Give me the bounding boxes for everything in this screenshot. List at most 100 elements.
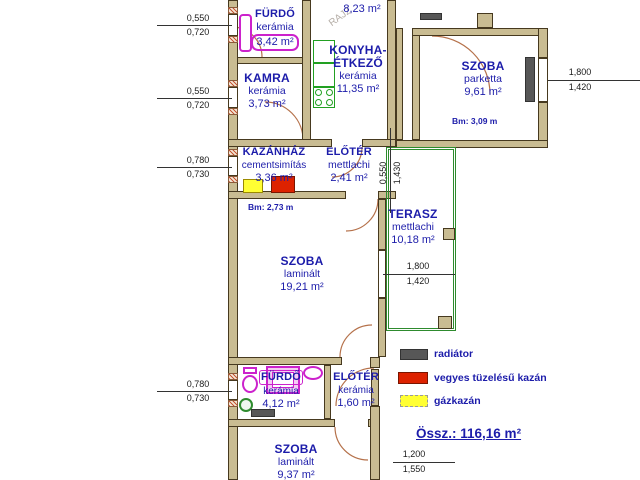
sink-icon <box>303 366 323 380</box>
terrace-post <box>443 228 455 240</box>
dimension-label: 1,800 <box>406 261 430 271</box>
dimension-label: 1,420 <box>406 276 430 286</box>
room-name: KAMRA <box>244 71 290 85</box>
room-name: KONYHA- <box>329 43 387 57</box>
dimension-line <box>157 167 232 168</box>
legend-label: radiátor <box>434 348 474 360</box>
dimension-label: 0,550 <box>186 13 210 23</box>
dimension-label: 0,780 <box>186 155 210 165</box>
door-arc <box>345 198 379 232</box>
ceiling-height-label: Bm: 3,09 m <box>452 116 498 126</box>
room-name: FÜRDŐ <box>254 8 296 20</box>
room-label-terasz: TERASZ mettlachi 10,18 m² <box>382 208 444 247</box>
dimension-line <box>393 462 455 463</box>
window <box>228 87 238 108</box>
room-label-kamra: KAMRA kerámia 3,73 m² <box>238 72 296 111</box>
room-name: KAZÁNHÁZ <box>242 146 306 158</box>
room-area: 3,36 m² <box>255 172 293 184</box>
wall-segment <box>396 140 548 148</box>
wall-hatch <box>228 108 238 115</box>
wall-hatch <box>228 36 238 43</box>
room-label-eloter-top: ELŐTÉR mettlachi 2,41 m² <box>318 146 380 185</box>
room-finish: laminált <box>283 268 321 280</box>
wall-hatch <box>228 149 238 156</box>
wall-segment <box>378 191 396 199</box>
radiator <box>420 13 442 20</box>
total-area-label: Össz.: 116,16 m² <box>416 426 522 441</box>
wall-segment <box>228 139 332 147</box>
room-label-furdo-top: FÜRDŐ kerámia 3,42 m² <box>246 8 304 51</box>
room-area: 8,23 m² <box>343 3 381 15</box>
dimension-label: 0,720 <box>186 27 210 37</box>
ceiling-height-label: Bm: 2,73 m <box>248 202 294 212</box>
dimension-label: 1,800 <box>568 67 592 77</box>
room-name: SZOBA <box>280 254 324 268</box>
wall-segment <box>378 199 386 250</box>
wall-segment <box>324 365 331 419</box>
gas-boiler <box>243 179 263 193</box>
room-finish: kerámia <box>338 385 374 396</box>
dimension-line <box>157 25 232 26</box>
legend-swatch-radiator <box>400 349 428 360</box>
wall-segment <box>362 139 396 147</box>
wall-hatch <box>228 400 238 407</box>
room-finish: laminált <box>277 456 315 468</box>
room-name: FÜRDŐ <box>258 370 304 385</box>
radiator <box>525 57 535 102</box>
room-name: ELŐTÉR <box>333 371 379 383</box>
room-area: 2,41 m² <box>330 172 368 184</box>
wall-segment <box>477 13 493 28</box>
room-label-kazanhaz: KAZÁNHÁZ cementsimítás 3,36 m² <box>232 146 316 185</box>
dimension-label: 1,200 <box>402 449 426 459</box>
room-area: 3,42 m² <box>251 34 299 51</box>
wall-segment <box>378 298 386 357</box>
room-name: ÉTKEZŐ <box>333 56 383 70</box>
dimension-line <box>390 128 391 213</box>
wall-segment <box>228 0 238 480</box>
room-finish: mettlachi <box>391 221 434 233</box>
legend-label: gázkazán <box>434 395 481 407</box>
wall-segment <box>412 28 548 36</box>
window <box>228 380 238 400</box>
shower-icon <box>239 14 252 52</box>
door-arc <box>334 426 369 461</box>
kitchen-counter <box>313 40 335 63</box>
room-finish: kerámia <box>339 70 377 82</box>
room-area: 9,37 m² <box>277 469 315 480</box>
room-label-eloter-bottom: ELŐTÉR kerámia 1,60 m² <box>328 371 384 410</box>
terrace-post <box>438 316 452 329</box>
wall-segment <box>412 28 420 140</box>
room-label-furdo-bottom: FÜRDŐ kerámia 4,12 m² <box>256 369 306 411</box>
room-label-szoba-bottom: SZOBA laminált 9,37 m² <box>266 443 326 480</box>
dimension-label: 0,780 <box>186 379 210 389</box>
room-area: 1,60 m² <box>337 397 375 409</box>
wall-hatch <box>228 7 238 14</box>
room-finish: kerámia <box>263 386 299 397</box>
room-label-konyha: KONYHA- ÉTKEZŐ kerámia 11,35 m² <box>322 44 394 96</box>
dimension-line <box>548 80 640 81</box>
legend-label: vegyes tüzelésű kazán <box>434 372 547 384</box>
room-area: 10,18 m² <box>391 234 435 246</box>
room-finish: mettlachi <box>327 159 370 171</box>
room-name: SZOBA <box>461 59 505 73</box>
window <box>538 58 548 102</box>
room-name: ELŐTÉR <box>326 146 372 158</box>
dimension-line <box>383 274 455 275</box>
room-area: 4,12 m² <box>262 398 300 410</box>
dimension-label: 0,550 <box>378 161 388 185</box>
dimension-line <box>157 391 232 392</box>
wall-segment <box>237 57 303 64</box>
wall-segment <box>538 28 548 58</box>
toilet-icon <box>243 367 257 374</box>
wall-segment <box>228 357 342 365</box>
kitchen-counter <box>313 63 335 87</box>
room-finish: parketta <box>464 73 502 85</box>
room-name: SZOBA <box>274 442 318 456</box>
wall-segment <box>228 419 335 427</box>
wall-segment <box>370 357 380 368</box>
room-label-szoba-nagy: SZOBA laminált 19,21 m² <box>268 255 336 294</box>
wall-segment <box>396 28 403 140</box>
stove-icon <box>313 87 335 108</box>
dimension-line <box>157 98 232 99</box>
